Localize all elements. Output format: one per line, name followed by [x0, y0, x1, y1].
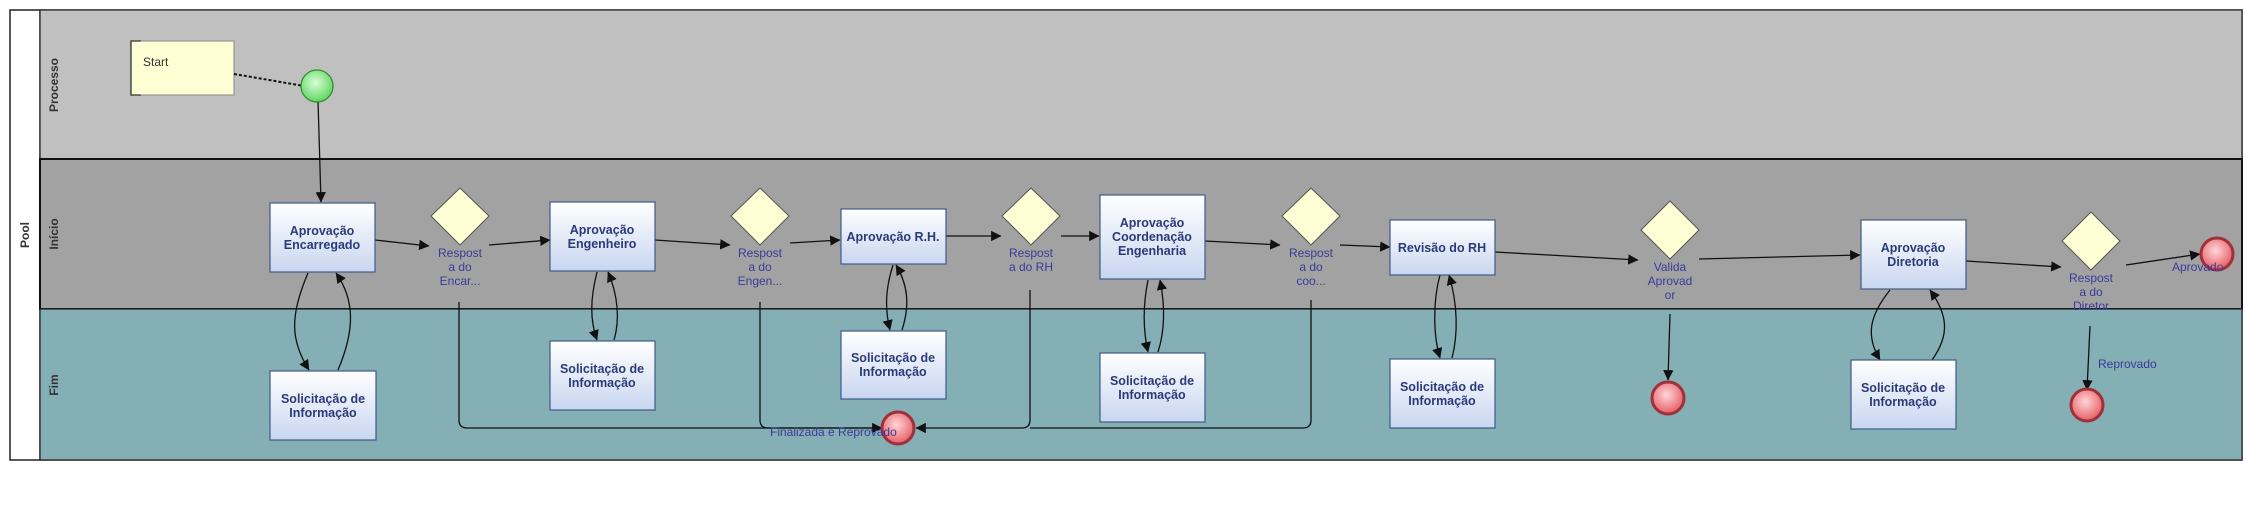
flow-label-finalizada: Finalizada e Reprovado [770, 425, 897, 439]
flow-gw2-to-aprov-rh[interactable] [789, 235, 841, 246]
lane-label-fim: Fim [47, 374, 61, 395]
flow-gw6-to-end-reprovado[interactable] [2082, 325, 2093, 391]
flow-aprov-rh-to-solic3[interactable] [882, 264, 894, 331]
sequence-flows [294, 99, 2201, 434]
flow-gw4-to-end-finalizada[interactable] [1030, 300, 1312, 429]
start-event[interactable] [300, 69, 334, 103]
flow-gw5-to-end-valida[interactable] [1663, 313, 1674, 381]
flow-engenheiro-to-solic2[interactable] [588, 271, 599, 341]
flow-solic3-to-aprov-rh[interactable] [895, 264, 908, 331]
text-annotation-start[interactable]: Start [130, 40, 235, 96]
flow-gw5-to-diretoria[interactable] [1698, 250, 1861, 261]
task-aprovacao-rh[interactable]: Aprovação R.H. [840, 208, 947, 265]
svg-text:Aprovação R.H.: Aprovação R.H. [846, 230, 939, 244]
flow-gw2-to-end-finalizada[interactable] [759, 302, 882, 429]
task-revisao-rh[interactable]: Revisão do RH [1389, 219, 1496, 276]
flow-engenheiro-to-gw2[interactable] [654, 239, 731, 250]
flow-solic5-to-revisao-rh[interactable] [1446, 274, 1457, 359]
end-event-valida[interactable] [1650, 380, 1686, 416]
annotation-text: Start [143, 55, 169, 69]
flow-gw1-to-engenheiro[interactable] [488, 235, 551, 246]
flow-start-to-aprov-encarregado[interactable] [315, 99, 326, 203]
pool-label: Pool [18, 222, 32, 248]
flow-solic4-to-coordenacao[interactable] [1156, 279, 1168, 353]
flow-label-aprovado: Aprovado [2172, 260, 2224, 274]
flow-coordenacao-to-gw4[interactable] [1204, 239, 1281, 250]
end-event-aprovado[interactable] [2199, 236, 2235, 272]
lane-processo: Processo [39, 9, 2243, 160]
end-event-finalizada[interactable] [880, 410, 916, 446]
flow-gw1-to-end-finalizada[interactable] [458, 302, 883, 434]
svg-text:Revisão do RH: Revisão do RH [1398, 241, 1486, 255]
flow-diretoria-to-gw6[interactable] [1965, 260, 2062, 272]
flow-revisao-rh-to-gw5[interactable] [1494, 251, 1639, 265]
flow-solic2-to-engenheiro[interactable] [607, 271, 618, 341]
flow-solic6-to-diretoria[interactable] [1929, 289, 1946, 361]
end-event-reprovado[interactable] [2069, 387, 2105, 423]
lane-label-processo: Processo [47, 58, 61, 112]
flow-solic1-to-encarregado[interactable] [335, 272, 352, 371]
flow-diretoria-to-solic6[interactable] [1870, 289, 1891, 361]
flow-gw6-to-end-aprovado[interactable] [2125, 250, 2201, 266]
flow-encarregado-to-gw1[interactable] [374, 239, 430, 251]
lane-label-inicio: Início [47, 218, 61, 249]
flow-gw3-to-end-finalizada[interactable] [915, 290, 1031, 434]
flow-encarregado-to-solic1[interactable] [294, 272, 310, 371]
flow-label-reprovado: Reprovado [2098, 357, 2157, 371]
flow-revisao-rh-to-solic5[interactable] [1432, 274, 1443, 359]
flow-coordenacao-to-solic4[interactable] [1140, 279, 1151, 353]
flow-gw4-to-revisao-rh[interactable] [1339, 241, 1391, 252]
annotation-association [233, 73, 305, 87]
